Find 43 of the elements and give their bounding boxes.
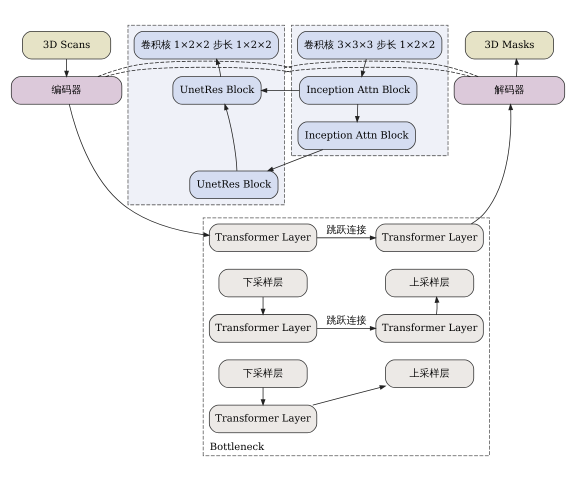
connector (97, 60, 292, 77)
cluster (128, 24, 285, 206)
node-box: Inception Attn Block (298, 122, 416, 150)
arrow (216, 58, 222, 77)
node-box: 下采样层 (218, 359, 308, 388)
node-box: Transformer Layer (376, 224, 484, 252)
node-box: 下采样层 (218, 268, 308, 298)
node-box: Transformer Layer (208, 314, 318, 343)
cluster (291, 24, 448, 156)
arrow (260, 387, 266, 406)
connector (284, 60, 479, 77)
connector (284, 66, 471, 77)
node-box: 卷积核 1×2×2 步长 1×2×2 (134, 30, 279, 60)
node-box: 卷积核 3×3×3 步长 1×2×2 (297, 30, 442, 60)
arrow (260, 88, 300, 93)
arrow (224, 103, 238, 172)
node-box: 编码器 (10, 76, 122, 105)
node-box: Transformer Layer (376, 314, 484, 343)
node-box: Transformer Layer (208, 224, 318, 252)
node-box: 3D Scans (22, 30, 112, 60)
arrow (312, 385, 387, 406)
edge-label: 跳跃连接 (326, 315, 366, 326)
edge-label: 跳跃连接 (326, 224, 366, 236)
node-box: 上采样层 (385, 359, 474, 388)
connector (105, 66, 292, 77)
arrow (360, 58, 367, 78)
node-box: 上采样层 (385, 268, 474, 298)
arrow (266, 149, 324, 172)
node-box: UnetRes Block (189, 170, 278, 200)
arrow (64, 58, 69, 78)
arrow (316, 235, 377, 240)
arrow (514, 58, 520, 77)
arrow (316, 326, 377, 331)
node-box: 解码器 (454, 76, 566, 105)
arrow (354, 104, 360, 124)
arrow (260, 296, 266, 316)
node-box: Inception Attn Block (299, 76, 418, 105)
node-box: Transformer Layer (208, 404, 318, 434)
node-box: UnetRes Block (172, 76, 262, 105)
node-box: 3D Masks (464, 30, 554, 60)
arrow (470, 103, 514, 224)
arrow (68, 104, 210, 238)
arrow (434, 296, 440, 315)
